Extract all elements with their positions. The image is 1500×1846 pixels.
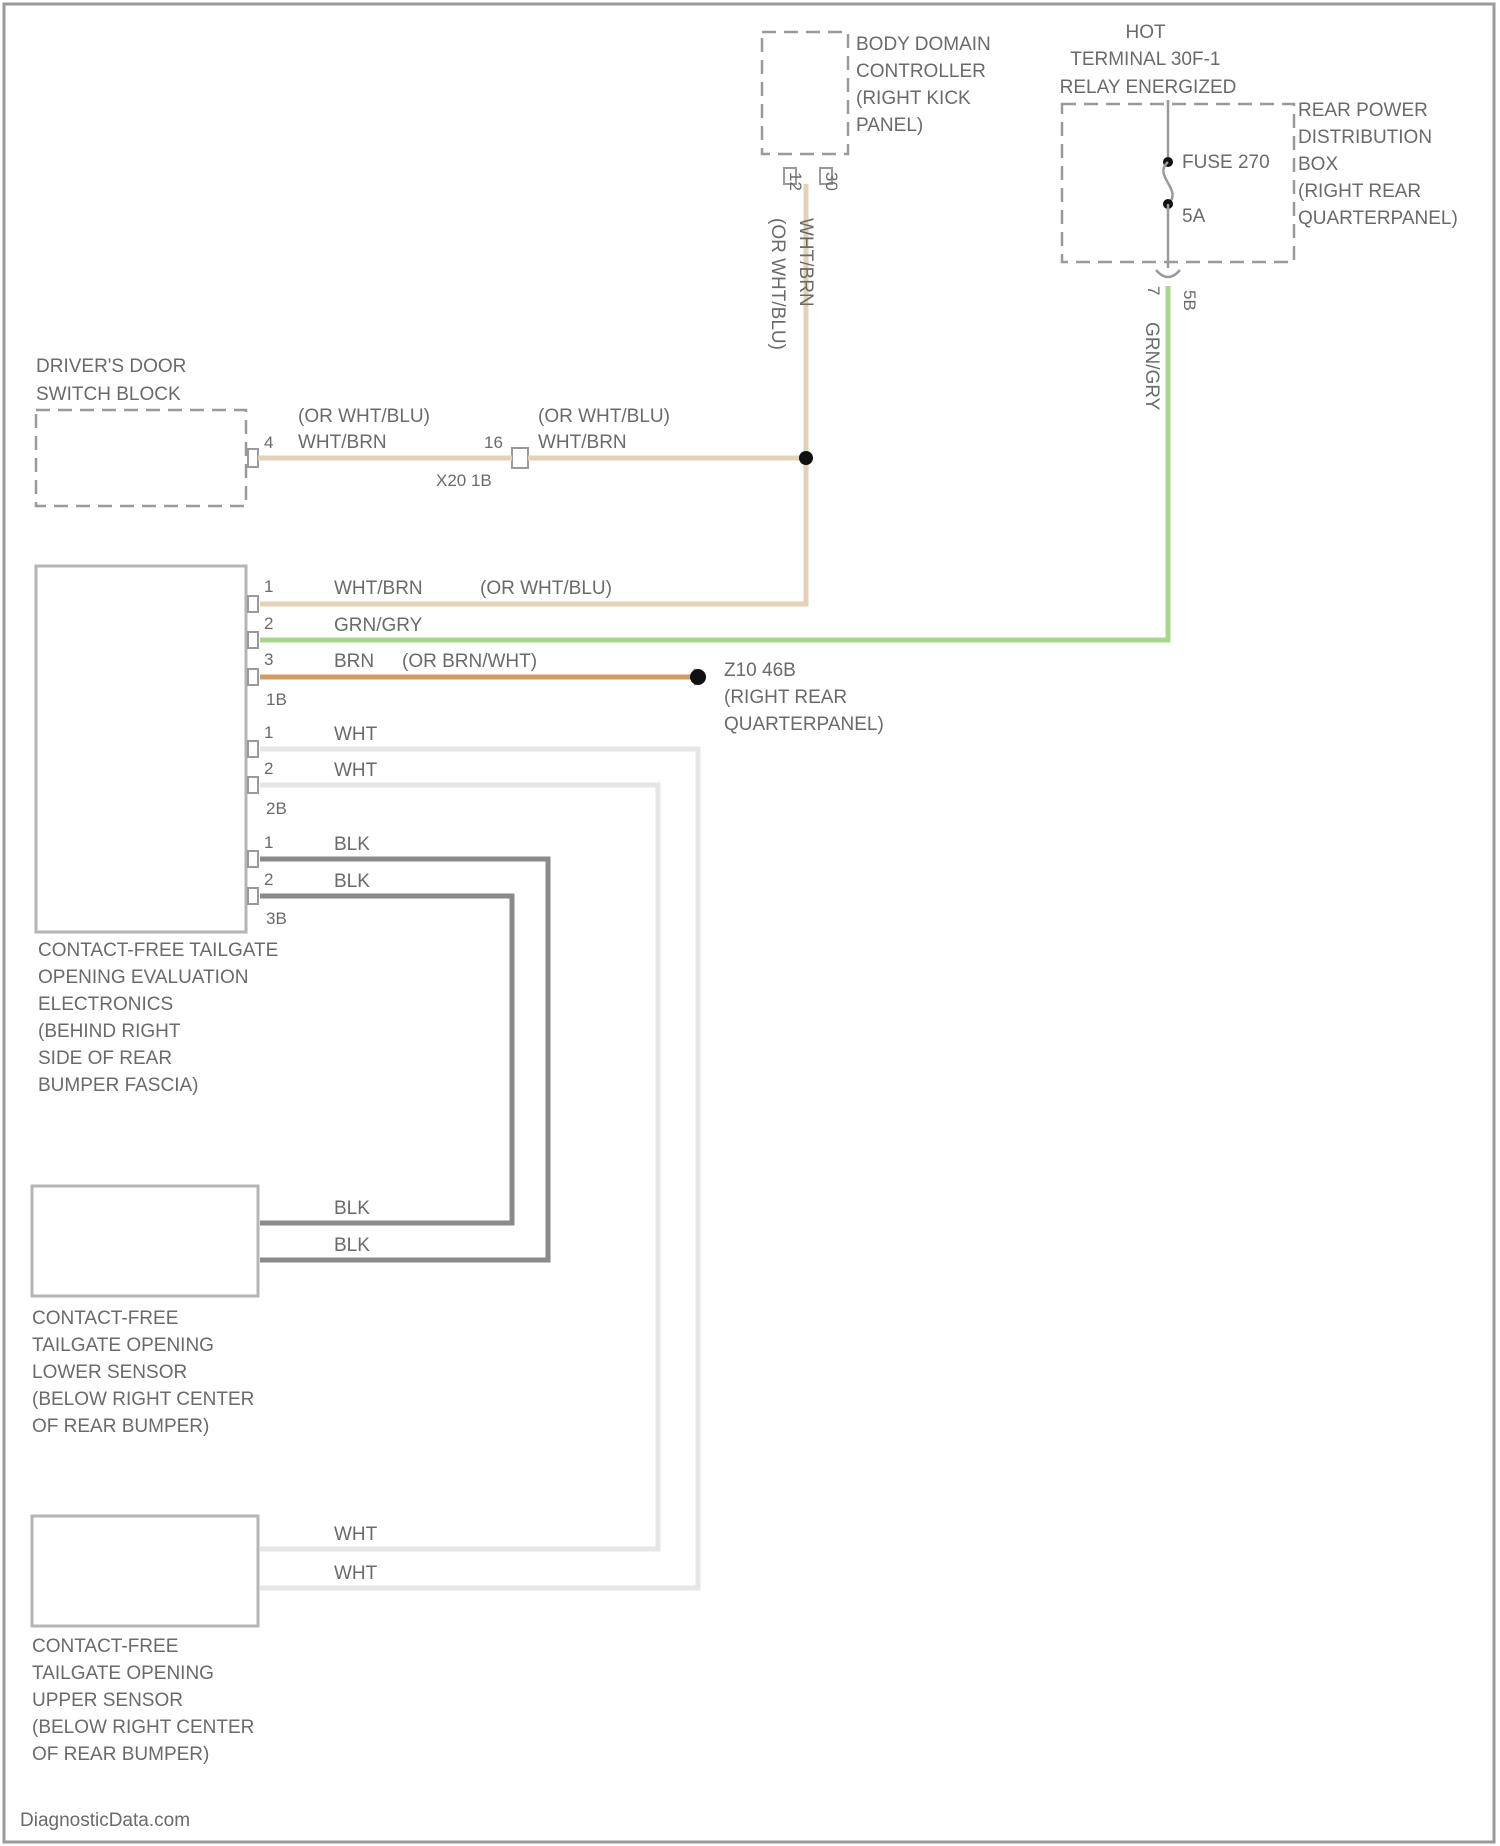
pin3-wire-label-1: BRN	[334, 651, 374, 672]
pin1-wire-label-1: WHT/BRN	[334, 578, 423, 599]
inline-pin-16: 16	[484, 433, 503, 452]
bdc-pin-30: 30	[822, 172, 841, 191]
c3-pin-2: 2	[264, 870, 273, 889]
pin3-wire-label-2: (OR BRN/WHT)	[402, 651, 537, 672]
c1-pin1-bracket	[248, 596, 258, 612]
c2-connector-name: 2B	[266, 799, 287, 818]
rpdb-pin-7: 7	[1144, 286, 1163, 295]
body-domain-controller-label: BODY DOMAIN CONTROLLER (RIGHT KICK PANEL…	[856, 34, 996, 136]
evaluation-electronics-box	[36, 566, 246, 932]
pin2-wire-label: GRN/GRY	[334, 615, 423, 636]
drivers-door-switch-block-label: DRIVER'S DOOR SWITCH BLOCK	[36, 356, 192, 405]
c3-pin2-wire-label: BLK	[334, 871, 370, 892]
body-domain-controller-box	[762, 32, 848, 154]
lower-sensor-wire-label-1: BLK	[334, 1198, 370, 1219]
c1-pin-3: 3	[264, 650, 273, 669]
ground-label: Z10 46B (RIGHT REAR QUARTERPANEL)	[724, 660, 884, 735]
c2-pin-1: 1	[264, 723, 273, 742]
c1-pin3-bracket	[248, 669, 258, 685]
c1-pin-2: 2	[264, 614, 273, 633]
c3-pin1-bracket	[248, 851, 258, 867]
door-left-wire-label-1: (OR WHT/BLU)	[298, 406, 430, 427]
c2-pin2-wire-label: WHT	[334, 760, 378, 781]
c3-connector-name: 3B	[266, 909, 287, 928]
bdc-pin-12: 12	[786, 172, 805, 191]
c3-pin1-wire-label: BLK	[334, 834, 370, 855]
wire-wht-inner	[260, 785, 658, 1549]
evaluation-connectors	[248, 596, 258, 904]
bdc-wire-label-1: (OR WHT/BLU)	[767, 218, 788, 350]
door-right-wire-label-2: WHT/BRN	[538, 432, 627, 453]
c2-pin1-bracket	[248, 741, 258, 757]
lower-sensor-wire-label-2: BLK	[334, 1235, 370, 1256]
door-pin-4: 4	[264, 433, 273, 452]
rear-power-distribution-box	[1062, 104, 1294, 262]
upper-sensor-wire-label-1: WHT	[334, 1524, 378, 1545]
c3-pin2-bracket	[248, 888, 258, 904]
inline-connector-x20	[512, 448, 528, 468]
door-left-wire-label-2: WHT/BRN	[298, 432, 387, 453]
wire-wht-outer	[260, 749, 698, 1588]
wire-blk-inner	[260, 896, 512, 1223]
lower-sensor-label: CONTACT-FREE TAILGATE OPENING LOWER SENS…	[32, 1308, 260, 1437]
splice-node	[799, 451, 813, 465]
fuse-name: FUSE 270	[1182, 152, 1270, 173]
inline-connector-name: X20 1B	[436, 471, 492, 490]
upper-sensor-wire-label-2: WHT	[334, 1563, 378, 1584]
footer-watermark: DiagnosticData.com	[20, 1810, 190, 1831]
door-connector	[248, 449, 258, 467]
upper-sensor-box	[32, 1516, 258, 1626]
evaluation-electronics-label: CONTACT-FREE TAILGATE OPENING EVALUATION…	[38, 940, 284, 1096]
hot-terminal-label: HOT TERMINAL 30F-1 RELAY ENERGIZED	[1060, 22, 1237, 98]
c1-connector-name: 1B	[266, 690, 287, 709]
fuse-rating: 5A	[1182, 206, 1206, 227]
lower-sensor-box	[32, 1186, 258, 1296]
c3-pin-1: 1	[264, 833, 273, 852]
drivers-door-switch-block-box	[36, 410, 246, 506]
wire-blk-outer	[260, 859, 548, 1260]
c2-pin1-wire-label: WHT	[334, 724, 378, 745]
bdc-wire-label-2: WHT/BRN	[795, 218, 816, 307]
fuse-270-icon	[1163, 162, 1172, 204]
rpdb-wire-label: GRN/GRY	[1141, 322, 1162, 411]
c1-pin-1: 1	[264, 577, 273, 596]
upper-sensor-label: CONTACT-FREE TAILGATE OPENING UPPER SENS…	[32, 1636, 260, 1765]
wire-bdc-to-pin1	[260, 184, 806, 604]
door-right-wire-label-1: (OR WHT/BLU)	[538, 406, 670, 427]
rpdb-connector-icon	[1156, 270, 1180, 277]
c1-pin2-bracket	[248, 632, 258, 648]
ground-icon	[690, 669, 706, 685]
c2-pin2-bracket	[248, 777, 258, 793]
c2-pin-2: 2	[264, 759, 273, 778]
rpdb-pin-5b: 5B	[1180, 290, 1199, 311]
rear-power-distribution-box-label: REAR POWER DISTRIBUTION BOX (RIGHT REAR …	[1298, 100, 1458, 229]
pin1-wire-label-2: (OR WHT/BLU)	[480, 578, 612, 599]
